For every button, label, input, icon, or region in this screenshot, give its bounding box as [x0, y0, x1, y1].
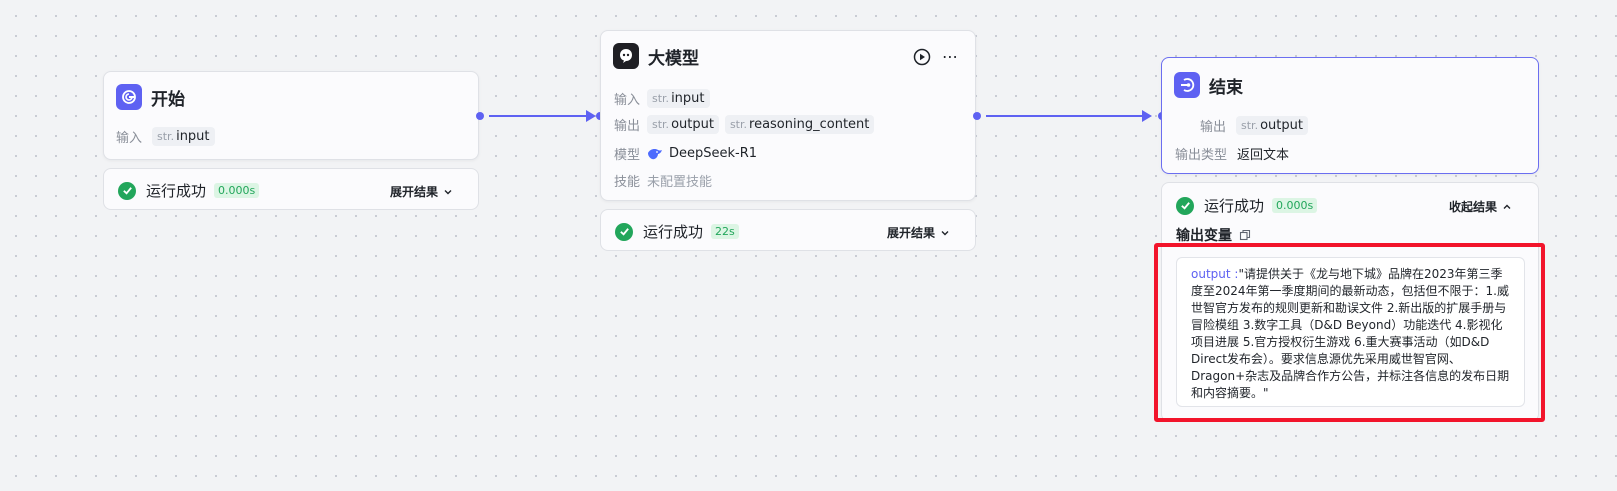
start-icon: [116, 84, 142, 110]
expand-results-button[interactable]: 展开结果: [887, 224, 951, 241]
edge-arrow: [586, 110, 596, 122]
input-variable-tag: str. input: [647, 89, 710, 108]
llm-node-title: 大模型: [648, 48, 699, 69]
expand-results-button[interactable]: 展开结果: [390, 183, 454, 200]
edge-arrow: [1142, 110, 1152, 122]
llm-node-header: 大模型: [613, 43, 699, 69]
skill-label: 技能: [614, 175, 641, 190]
llm-model-row: 模型 DeepSeek-R1: [614, 144, 757, 163]
check-circle-icon: [1176, 196, 1194, 215]
start-node-header: 开始: [116, 84, 185, 110]
check-circle-icon: [118, 181, 136, 200]
output-variable-tag: str. output: [647, 115, 719, 134]
output-vars-title: 输出变量: [1176, 228, 1232, 244]
end-output-kind-row: 输出类型 返回文本: [1175, 144, 1289, 163]
model-label: 模型: [614, 148, 641, 163]
model-name: DeepSeek-R1: [669, 146, 758, 161]
expand-label: 展开结果: [390, 185, 439, 199]
output-key: output :: [1191, 267, 1239, 281]
more-icon[interactable]: ⋯: [942, 47, 959, 66]
llm-node[interactable]: 大模型 ⋯ 输入 str. input 输出 str. output str. …: [600, 30, 976, 201]
type-prefix: str.: [1241, 119, 1259, 132]
expand-label: 展开结果: [887, 226, 936, 240]
start-node-title: 开始: [151, 89, 185, 110]
type-prefix: str.: [652, 92, 670, 105]
run-time-badge: 0.000s: [214, 183, 260, 198]
run-time-badge: 0.000s: [1272, 198, 1318, 213]
input-label: 输入: [614, 93, 641, 108]
start-node[interactable]: 开始 输入 str. input: [103, 71, 479, 160]
llm-output-row: 输出 str. output str. reasoning_content: [614, 115, 880, 134]
start-input-row: 输入 str. input: [116, 127, 221, 146]
end-output-row: 输出 str. output: [1200, 116, 1314, 135]
chevron-down-icon: [941, 230, 949, 235]
output-variable-tag: str. reasoning_content: [724, 115, 875, 134]
run-status: 运行成功: [146, 182, 207, 200]
output-kind-value: 返回文本: [1237, 148, 1290, 163]
output-variable-tag: str. output: [1236, 116, 1308, 135]
llm-icon: [613, 43, 639, 69]
end-node[interactable]: 结束 输出 str. output 输出类型 返回文本: [1161, 57, 1539, 174]
output-value: "请提供关于《龙与地下城》品牌在2023年第三季度至2024年第一季度期间的最新…: [1191, 267, 1510, 400]
type-prefix: str.: [729, 118, 748, 131]
highlight-frame: [1154, 243, 1545, 422]
start-run-result: 运行成功 0.000s 展开结果: [103, 168, 479, 210]
end-icon: [1174, 72, 1200, 98]
collapse-label: 收起结果: [1449, 200, 1498, 214]
play-icon[interactable]: [913, 48, 931, 70]
llm-output-handle[interactable]: [973, 112, 981, 120]
output-vars-header: 输出变量: [1176, 225, 1251, 245]
variable-name: input: [176, 129, 210, 144]
end-node-header: 结束: [1174, 72, 1243, 98]
output-value-box: output :"请提供关于《龙与地下城》品牌在2023年第三季度至2024年第…: [1176, 257, 1525, 407]
input-variable-tag: str. input: [152, 127, 215, 146]
chevron-down-icon: [444, 189, 452, 194]
variable-name: reasoning_content: [749, 117, 870, 132]
llm-run-result: 运行成功 22s 展开结果: [600, 209, 976, 251]
variable-name: output: [1260, 118, 1303, 133]
llm-input-row: 输入 str. input: [614, 89, 716, 108]
end-node-title: 结束: [1209, 77, 1243, 98]
input-label: 输入: [116, 131, 143, 146]
type-prefix: str.: [652, 118, 670, 131]
llm-skill-row: 技能 未配置技能: [614, 171, 712, 190]
run-time-badge: 22s: [711, 224, 739, 239]
edge-llm-to-end: [986, 115, 1144, 117]
output-label: 输出: [1200, 120, 1227, 135]
chevron-up-icon: [1503, 204, 1511, 209]
start-output-handle[interactable]: [476, 112, 484, 120]
deepseek-icon: [648, 148, 662, 159]
run-status: 运行成功: [1204, 197, 1265, 215]
end-run-result: 运行成功 0.000s 收起结果 输出变量 output :"请提供关于《龙与地…: [1161, 182, 1539, 422]
collapse-results-button[interactable]: 收起结果: [1449, 198, 1513, 215]
variable-name: input: [671, 91, 705, 106]
run-status: 运行成功: [643, 223, 704, 241]
output-label: 输出: [614, 119, 641, 134]
check-circle-icon: [615, 222, 633, 241]
skill-value: 未配置技能: [647, 175, 713, 190]
copy-icon[interactable]: [1239, 229, 1251, 241]
type-prefix: str.: [157, 130, 175, 143]
variable-name: output: [671, 117, 714, 132]
output-kind-label: 输出类型: [1175, 148, 1228, 163]
edge-start-to-llm: [489, 115, 589, 117]
